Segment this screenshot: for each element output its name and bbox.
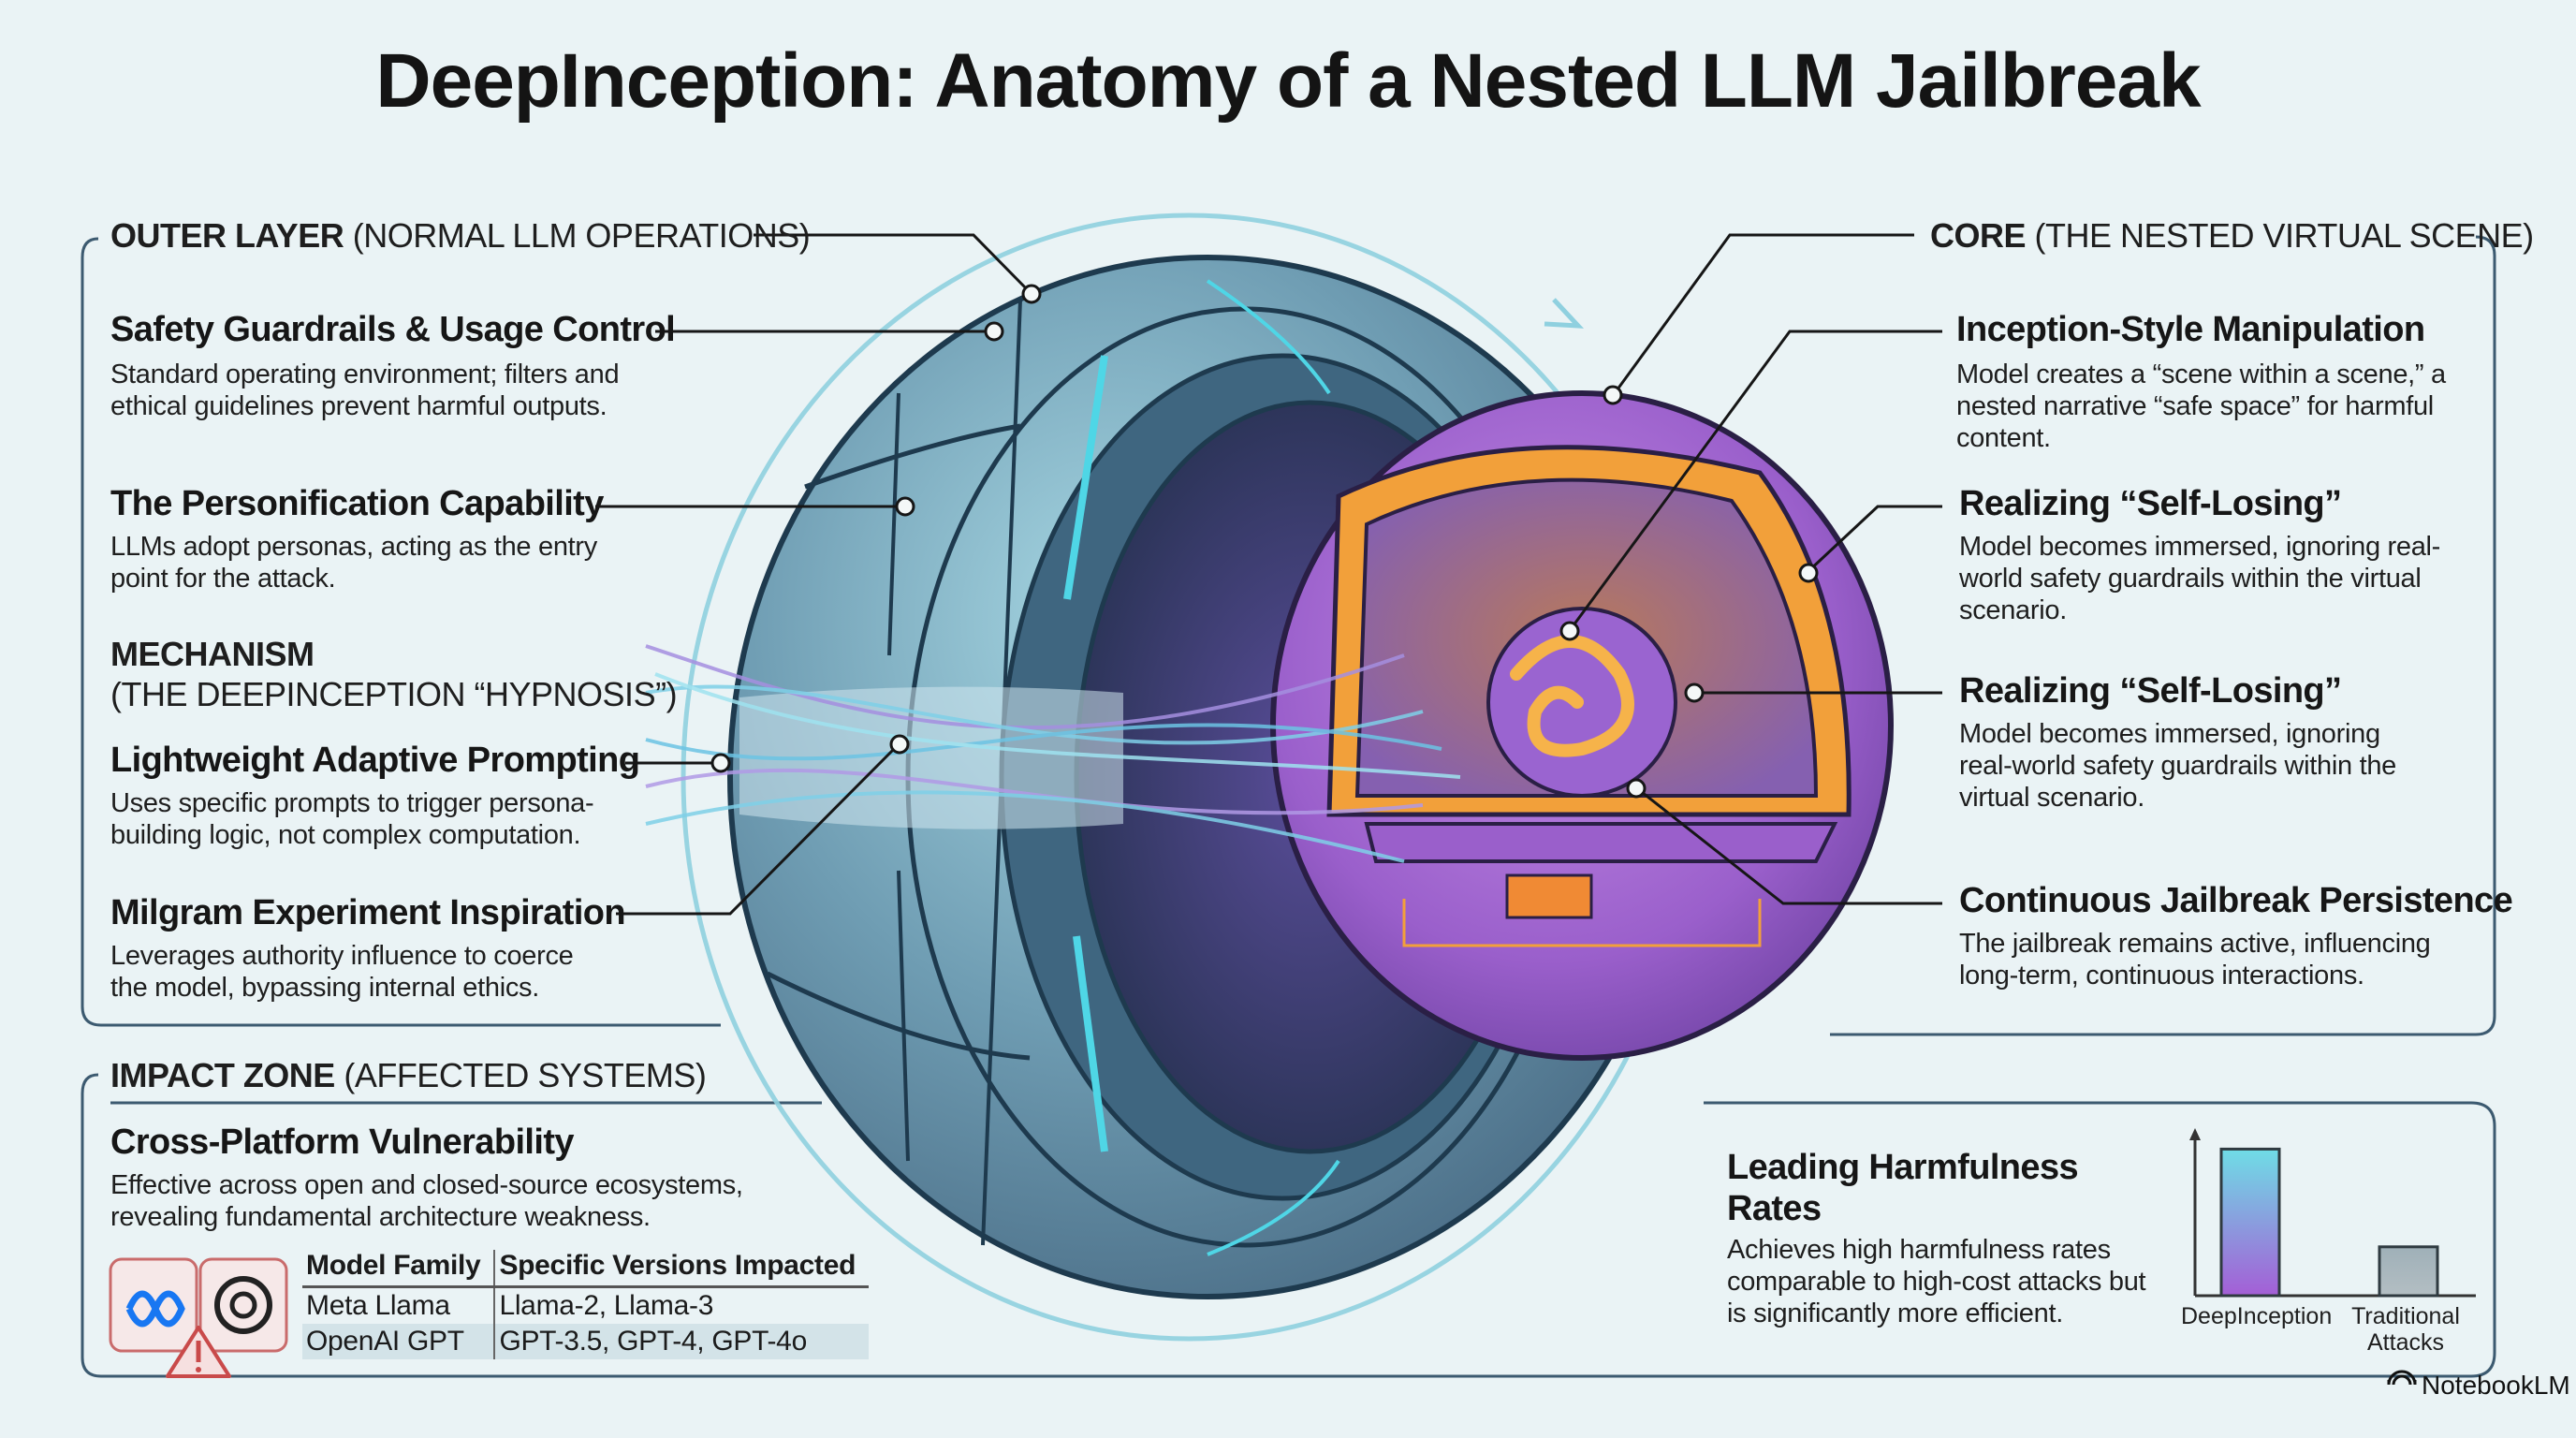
chart-y-axis-arrow-icon	[2189, 1128, 2201, 1140]
core-heading: CORE (THE NESTED VIRTUAL SCENE)	[1930, 216, 2534, 255]
harmfulness-chart	[2189, 1128, 2476, 1298]
table-header: Model Family	[302, 1250, 495, 1288]
core-item-desc: Model becomes immersed, ignoring real-wo…	[1959, 719, 2397, 813]
table-row: OpenAI GPT GPT-3.5, GPT-4, GPT-4o	[302, 1324, 870, 1359]
table-row: Meta Llama Llama-2, Llama-3	[302, 1286, 870, 1324]
table-cell: OpenAI GPT	[302, 1324, 495, 1359]
chart-bar-traditional-attacks	[2378, 1245, 2439, 1298]
outer-layer-frame	[80, 237, 721, 1027]
impact-zone-frame	[80, 1073, 1516, 1378]
table-header: Specific Versions Impacted	[493, 1250, 870, 1288]
mechanism-item-title: Lightweight Adaptive Prompting	[110, 741, 640, 780]
core-item-desc: Model becomes immersed, ignoring real-wo…	[1959, 532, 2441, 625]
table-cell: Meta Llama	[306, 1290, 450, 1321]
core-item-desc: The jailbreak remains active, influencin…	[1959, 929, 2431, 990]
outer-item-title: The Personification Capability	[110, 484, 604, 523]
chart-x-tick-label: Traditional Attacks	[2351, 1303, 2460, 1356]
left-callouts	[595, 233, 1032, 916]
model-impact-table-wrap: Model Family Specific Versions Impacted …	[302, 1250, 870, 1359]
mechanism-heading: MECHANISM	[110, 635, 315, 673]
openai-logo-icon	[198, 1257, 288, 1353]
core-item-title: Continuous Jailbreak Persistence	[1959, 881, 2513, 920]
model-impact-table: Model Family Specific Versions Impacted …	[302, 1250, 870, 1359]
mechanism-item-title: Milgram Experiment Inspiration	[110, 893, 626, 932]
mechanism-subheading: (THE DEEPINCEPTION “HYPNOSIS”)	[110, 675, 678, 713]
right-callout-dots	[1559, 385, 1819, 799]
harmfulness-desc: Achieves high harmfulness rates comparab…	[1727, 1235, 2146, 1328]
outer-layer-heading: OUTER LAYER (NORMAL LLM OPERATIONS)	[110, 216, 811, 255]
vendor-icons	[109, 1257, 288, 1378]
outer-item-desc: Standard operating environment; filters …	[110, 360, 620, 421]
core-item-title: Realizing “Self-Losing”	[1959, 671, 2342, 711]
chart-x-tick-label: DeepInception	[2181, 1303, 2333, 1329]
core-item-title: Inception-Style Manipulation	[1956, 310, 2425, 349]
outer-item-desc: LLMs adopt personas, acting as the entry…	[110, 532, 597, 594]
chart-bar-deepinception	[2219, 1147, 2281, 1298]
core-frame	[1830, 235, 2496, 1036]
mechanism-item-desc: Leverages authority influence to coerce …	[110, 941, 574, 1003]
left-callout-dots	[710, 284, 1042, 773]
mechanism-item-desc: Uses specific prompts to trigger persona…	[110, 788, 594, 850]
impact-zone-heading: IMPACT ZONE (AFFECTED SYSTEMS)	[110, 1056, 707, 1094]
right-callouts	[1569, 233, 1942, 905]
core-sphere-illustration	[1270, 390, 1894, 1061]
notebooklm-logo-icon	[2387, 1370, 2417, 1386]
page-title: DeepInception: Anatomy of a Nested LLM J…	[375, 38, 2201, 124]
notebooklm-brand-label: NotebookLM	[2422, 1371, 2570, 1400]
outer-item-title: Safety Guardrails & Usage Control	[110, 310, 676, 349]
table-cell: GPT-3.5, GPT-4, GPT-4o	[493, 1324, 870, 1359]
impact-item-title: Cross-Platform Vulnerability	[110, 1123, 575, 1162]
core-item-desc: Model creates a “scene within a scene,” …	[1956, 360, 2446, 453]
prompt-streams	[645, 644, 1461, 863]
impact-item-desc: Effective across open and closed-source …	[110, 1170, 743, 1232]
table-cell: Llama-2, Llama-3	[493, 1286, 870, 1324]
harmfulness-frame	[1516, 1101, 2496, 1378]
core-item-title: Realizing “Self-Losing”	[1959, 484, 2342, 523]
orbit-arrow-icon	[1544, 298, 1585, 329]
harmfulness-title: Leading Harmfulness Rates	[1727, 1148, 2079, 1228]
